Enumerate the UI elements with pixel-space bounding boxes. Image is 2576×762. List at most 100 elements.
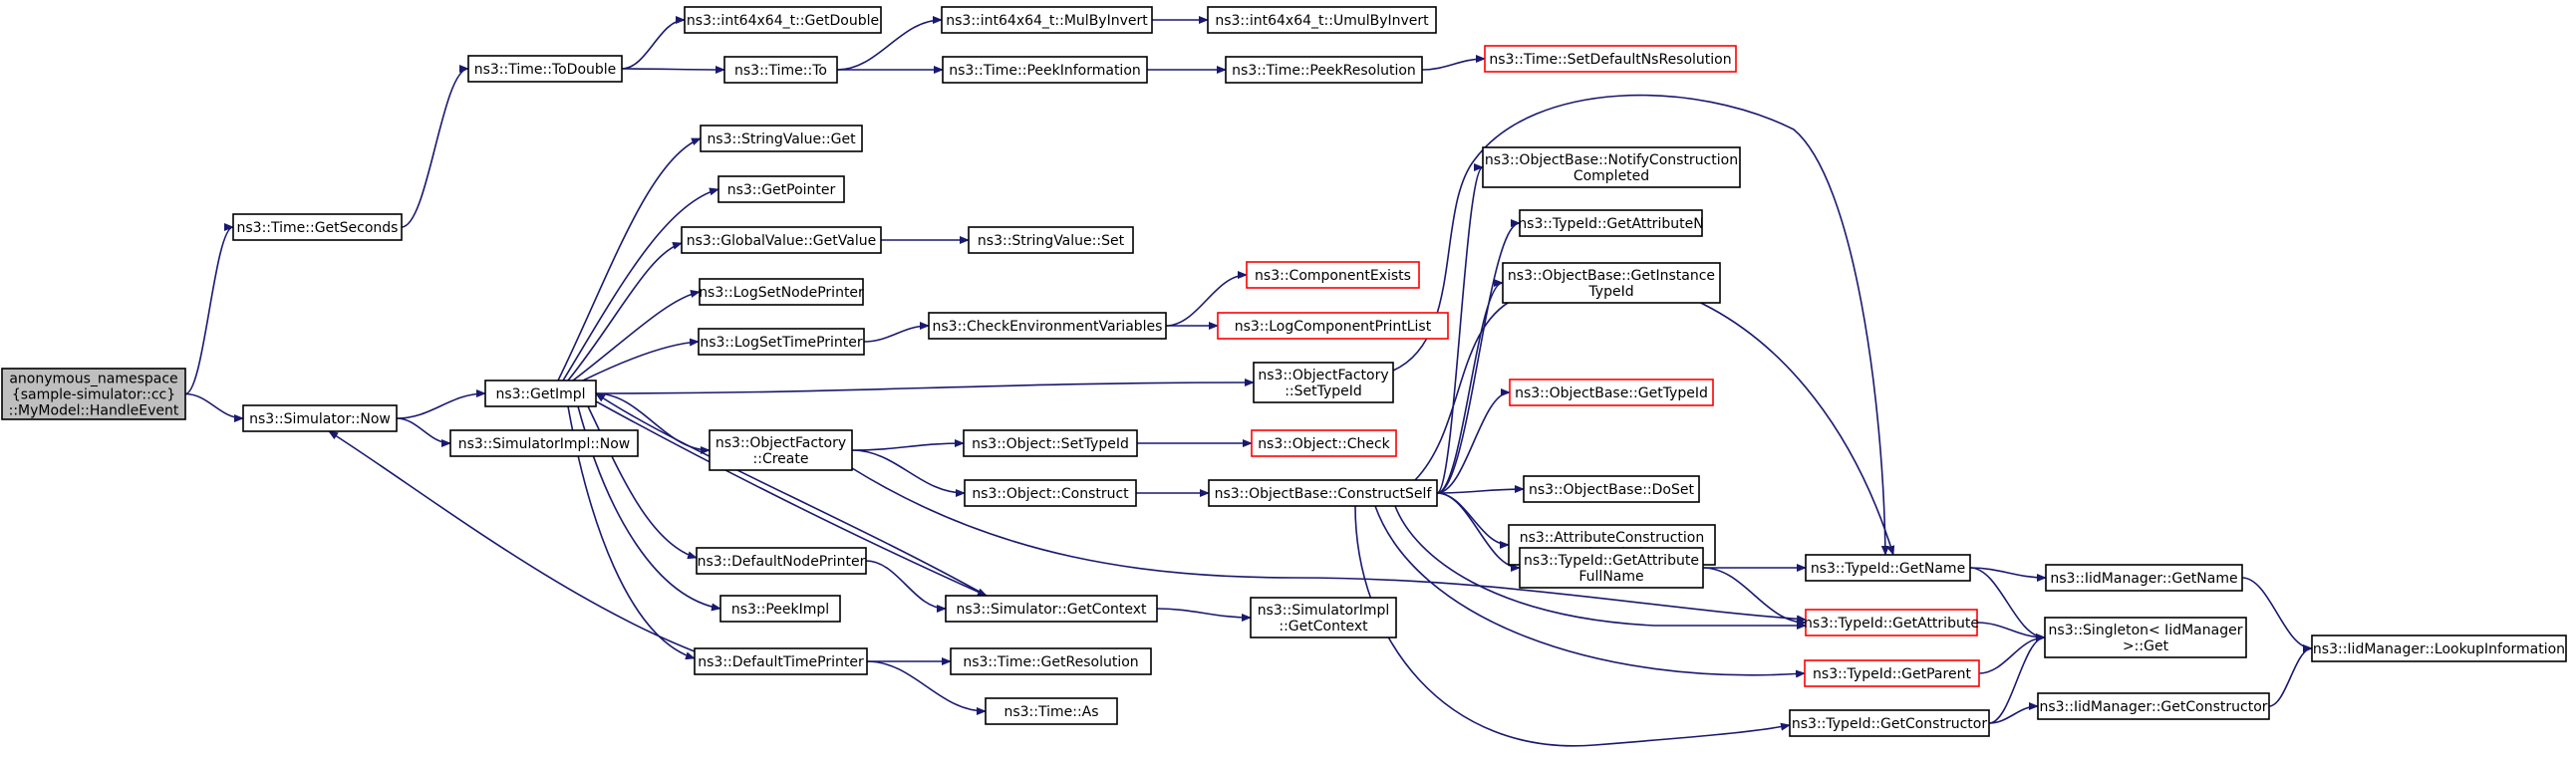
node-objectConstruct[interactable]: ns3::Object::Construct	[964, 479, 1137, 507]
node-label: ns3::GlobalValue::GetValue	[687, 233, 876, 249]
node-label: ::SetTypeId	[1285, 383, 1362, 399]
node-objectCheck[interactable]: ns3::Object::Check	[1251, 429, 1397, 457]
node-box	[1253, 362, 1394, 403]
node-getSeconds[interactable]: ns3::Time::GetSeconds	[232, 213, 403, 241]
node-getDouble[interactable]: ns3::int64x64_t::GetDouble	[684, 6, 882, 34]
node-box	[1207, 6, 1437, 34]
node-label: ns3::ObjectBase::GetInstance	[1508, 268, 1715, 284]
node-box	[1502, 262, 1721, 304]
edge-constructSelf-to-getInstanceTypeId	[1436, 279, 1504, 494]
node-stringValueGet[interactable]: ns3::StringValue::Get	[700, 125, 863, 152]
node-objFactoryCreate[interactable]: ns3::ObjectFactory::Create	[709, 429, 853, 471]
node-peekInformation[interactable]: ns3::Time::PeekInformation	[942, 56, 1148, 84]
node-label: ns3::ObjectBase::DoSet	[1529, 482, 1694, 498]
node-simNow[interactable]: ns3::Simulator::Now	[242, 404, 398, 432]
node-simImplNow[interactable]: ns3::SimulatorImpl::Now	[449, 429, 639, 457]
node-constructSelf[interactable]: ns3::ObjectBase::ConstructSelf	[1208, 479, 1438, 507]
node-checkEnv[interactable]: ns3::CheckEnvironmentVariables	[928, 312, 1167, 340]
edge-objFactoryCreate-to-objectSetTypeId	[851, 439, 965, 451]
node-getImpl[interactable]: ns3::GetImpl	[484, 380, 597, 407]
node-box	[1804, 659, 1980, 687]
node-logComponentPrintList[interactable]: ns3::LogComponentPrintList	[1217, 312, 1449, 340]
edge-simGetContext-to-getImpl	[595, 392, 988, 597]
node-box	[1246, 261, 1420, 289]
node-box	[709, 429, 853, 471]
node-label: ns3::GetPointer	[727, 182, 836, 198]
node-label: ns3::Time::GetResolution	[963, 654, 1138, 670]
node-box	[1789, 709, 1990, 737]
edge-getImpl-to-simGetContext	[595, 400, 988, 597]
node-label: Completed	[1574, 168, 1649, 184]
node-simGetContext[interactable]: ns3::Simulator::GetContext	[945, 595, 1158, 623]
node-box	[942, 56, 1148, 84]
node-notifyConstruction[interactable]: ns3::ObjectBase::NotifyConstructionCompl…	[1482, 146, 1741, 188]
edge-getImpl-to-stringValueGet	[557, 137, 702, 381]
node-box	[985, 697, 1118, 725]
node-label: >::Get	[2123, 638, 2169, 654]
node-box	[2044, 617, 2247, 658]
node-label: ns3::Object::Construct	[972, 486, 1129, 502]
node-umulByInvert[interactable]: ns3::int64x64_t::UmulByInvert	[1207, 6, 1437, 34]
node-defaultTimePrinter[interactable]: ns3::DefaultTimePrinter	[694, 647, 868, 675]
node-label: ns3::Time::SetDefaultNsResolution	[1489, 52, 1731, 68]
node-box	[699, 278, 864, 306]
node-label: ns3::ObjectBase::GetTypeId	[1515, 385, 1708, 401]
edge-defaultTimePrinter-to-timeAs	[866, 660, 987, 715]
node-simImplGetContext[interactable]: ns3::SimulatorImpl::GetContext	[1250, 597, 1397, 638]
node-box	[1482, 146, 1741, 188]
node-box	[1519, 547, 1704, 589]
edge-getAttributeFullName-to-typeIdGetAttribute	[1702, 567, 1807, 627]
edge-typeIdGetConstructor-to-iidGetConstructor	[1988, 702, 2039, 724]
node-objectSetTypeId[interactable]: ns3::Object::SetTypeId	[963, 429, 1138, 457]
node-box	[1523, 475, 1700, 503]
edge-iidManagerGetName-to-iidLookup	[2241, 577, 2313, 652]
node-box	[1225, 56, 1423, 84]
node-peekImpl[interactable]: ns3::PeekImpl	[719, 595, 841, 623]
node-logSetTimePrinter[interactable]: ns3::LogSetTimePrinter	[698, 328, 865, 356]
node-iidLookup[interactable]: ns3::IidManager::LookupInformation	[2311, 635, 2567, 662]
node-box	[968, 226, 1134, 254]
node-getPointer[interactable]: ns3::GetPointer	[717, 175, 845, 203]
node-label: ns3::Time::ToDouble	[474, 62, 617, 78]
edge-objFactoryCreate-to-typeIdGetAttribute	[851, 467, 1807, 624]
node-logSetNodePrinter[interactable]: ns3::LogSetNodePrinter	[699, 278, 864, 306]
node-label: ::MyModel::HandleEvent	[9, 403, 179, 419]
node-typeIdGetParent[interactable]: ns3::TypeId::GetParent	[1804, 659, 1980, 687]
node-stringValueSet[interactable]: ns3::StringValue::Set	[968, 226, 1134, 254]
node-box	[467, 55, 623, 83]
node-typeIdGetAttribute[interactable]: ns3::TypeId::GetAttribute	[1804, 609, 1979, 636]
node-getResolution[interactable]: ns3::Time::GetResolution	[950, 647, 1152, 675]
node-defaultNodePrinter[interactable]: ns3::DefaultNodePrinter	[696, 547, 867, 575]
node-label: TypeId	[1587, 284, 1633, 300]
node-typeIdGetName[interactable]: ns3::TypeId::GetName	[1805, 554, 1971, 582]
node-label: ns3::TypeId::GetParent	[1813, 666, 1971, 682]
node-label: ns3::Time::To	[734, 63, 827, 79]
node-box	[681, 226, 882, 254]
node-singletonGet[interactable]: ns3::Singleton< IidManager>::Get	[2044, 617, 2247, 658]
node-box	[717, 175, 845, 203]
node-setDefaultNsRes[interactable]: ns3::Time::SetDefaultNsResolution	[1484, 45, 1737, 73]
node-typeIdGetConstructor[interactable]: ns3::TypeId::GetConstructor	[1789, 709, 1990, 737]
node-objFactorySetTypeId[interactable]: ns3::ObjectFactory::SetTypeId	[1253, 362, 1394, 403]
node-label: ns3::StringValue::Set	[978, 233, 1125, 249]
node-timeAs[interactable]: ns3::Time::As	[985, 697, 1118, 725]
node-componentExists[interactable]: ns3::ComponentExists	[1246, 261, 1420, 289]
node-globalValueGet[interactable]: ns3::GlobalValue::GetValue	[681, 226, 882, 254]
node-timeTo[interactable]: ns3::Time::To	[723, 56, 838, 84]
node-toDouble[interactable]: ns3::Time::ToDouble	[467, 55, 623, 83]
node-doSet[interactable]: ns3::ObjectBase::DoSet	[1523, 475, 1700, 503]
node-objectBaseGetTypeId[interactable]: ns3::ObjectBase::GetTypeId	[1509, 379, 1714, 406]
node-peekResolution[interactable]: ns3::Time::PeekResolution	[1225, 56, 1423, 84]
node-getAttributeN[interactable]: ns3::TypeId::GetAttributeN	[1518, 209, 1704, 237]
node-label: ns3::int64x64_t::UmulByInvert	[1215, 13, 1429, 29]
node-root[interactable]: anonymous_namespace{sample-simulator::cc…	[1, 368, 186, 420]
node-mulByInvert[interactable]: ns3::int64x64_t::MulByInvert	[941, 6, 1153, 34]
node-iidManagerGetName[interactable]: ns3::IidManager::GetName	[2045, 564, 2243, 592]
node-box	[1484, 45, 1737, 73]
node-iidGetConstructor[interactable]: ns3::IidManager::GetConstructor	[2037, 692, 2270, 720]
node-box	[232, 213, 403, 241]
node-label: ns3::StringValue::Get	[707, 131, 856, 147]
